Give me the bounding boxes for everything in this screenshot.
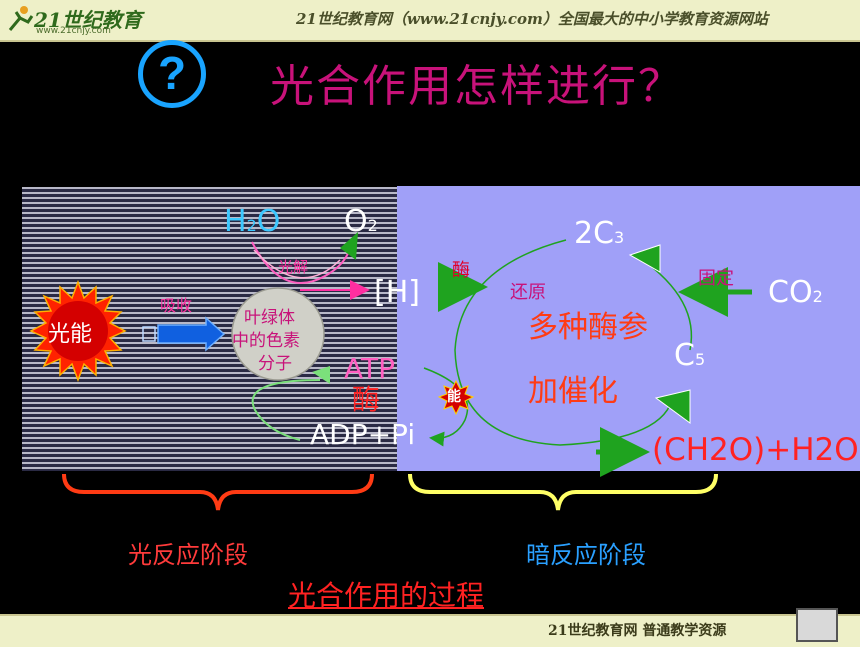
absorb-arrow: [142, 316, 226, 352]
back-button[interactable]: [796, 608, 838, 642]
c3-label: 2C3: [574, 216, 625, 251]
pigment-label-1: 叶绿体: [244, 308, 295, 328]
light-stage-label: 光反应阶段: [128, 541, 248, 569]
energy-burst-icon: [437, 379, 475, 416]
page-title: 光合作用怎样进行？: [270, 61, 684, 112]
reduction-label: 还原: [510, 282, 546, 303]
adp-label: ADP+Pi: [310, 418, 416, 451]
site-logo: 21世纪教育 www.21cnjy.com: [6, 4, 156, 36]
enzyme-label-red: 酶: [352, 383, 381, 416]
fixation-arrowhead: [628, 244, 661, 273]
enzyme-label: 酶: [452, 260, 470, 281]
enzymes-label-1: 多种酶参: [528, 310, 648, 345]
regeneration-arrowhead: [654, 389, 691, 424]
water-label: H2O: [224, 204, 281, 239]
photolysis-curve-2: [253, 249, 341, 279]
atp-cycle-arc: [251, 379, 321, 441]
runner-icon: [8, 6, 34, 31]
pigment-circle: [231, 287, 325, 381]
sun-icon: [29, 279, 127, 383]
logo-text: 21世纪教育: [34, 8, 142, 32]
site-title: 21世纪教育网（www.21cnjy.com）全国最大的中小学教育资源网站: [296, 10, 768, 28]
fixation-label: 固定: [698, 268, 734, 289]
caption-link[interactable]: 光合作用的过程: [288, 579, 485, 612]
header-bar: [0, 0, 860, 42]
light-energy-label: 光能: [48, 322, 93, 347]
dark-stage-brace: [408, 473, 718, 511]
light-stage-brace: [62, 473, 374, 511]
c5-label: C5: [674, 338, 706, 373]
co2-label: CO2: [768, 275, 823, 310]
atp-to-adp-arc: [423, 367, 469, 447]
photolysis-label: 光解: [278, 258, 309, 276]
pigment-label-3: 分子: [258, 354, 292, 374]
oxygen-label: O2: [344, 204, 378, 239]
enzymes-label-2: 加催化: [528, 374, 618, 409]
atp-arrowhead: [312, 366, 330, 384]
dark-reaction-panel: [397, 186, 860, 471]
footer-text: 21世纪教育网 普通教学资源: [548, 623, 727, 639]
product-label: (CH2O)+H2O: [652, 432, 859, 468]
absorb-label: 吸收: [160, 296, 193, 315]
logo-url: www.21cnjy.com: [36, 26, 111, 36]
dark-stage-label: 暗反应阶段: [526, 541, 646, 569]
photolysis-arrowhead: [340, 232, 358, 260]
atp-label: ATP: [344, 352, 395, 385]
question-icon: ?: [138, 40, 206, 108]
hydrogen-label: [H]: [374, 275, 420, 310]
photolysis-curve: [251, 241, 351, 284]
footer-bar: [0, 614, 860, 647]
pigment-label-2: 中的色素: [232, 331, 300, 351]
energy-badge-label: 能: [447, 389, 461, 405]
